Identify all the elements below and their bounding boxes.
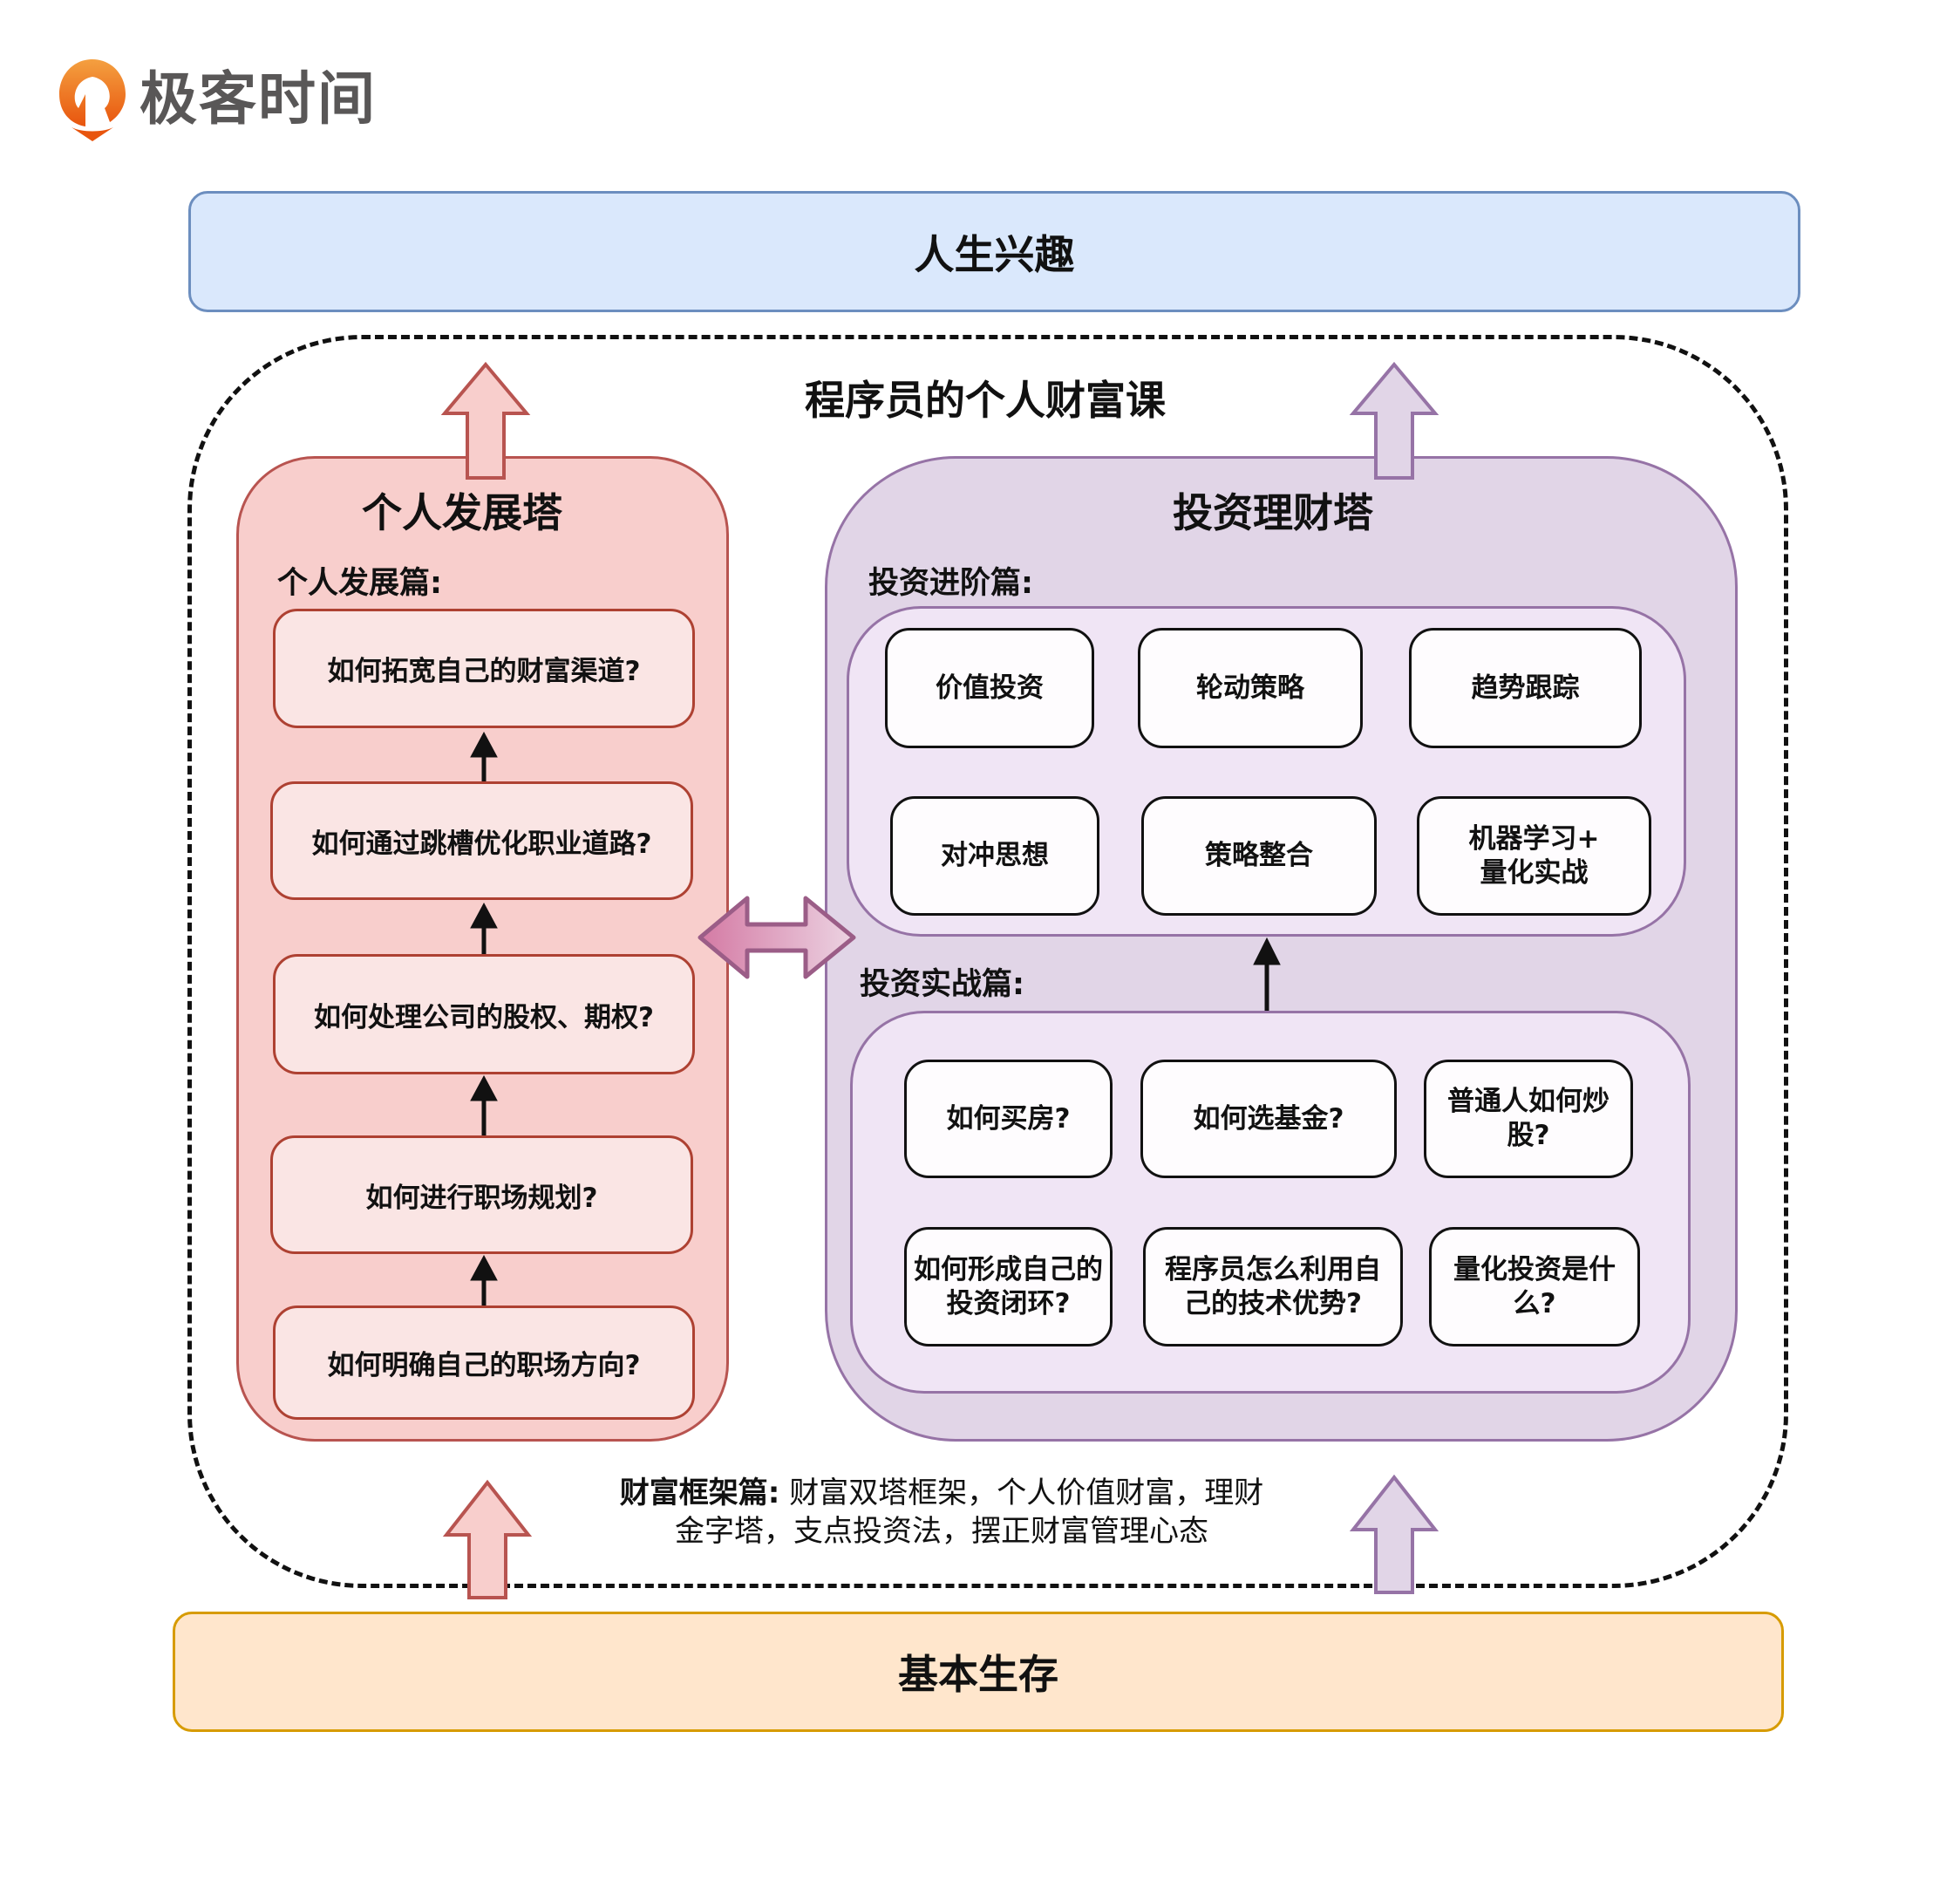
double-arrow-icon [698,896,856,979]
top-band-label: 人生兴趣 [914,230,1075,278]
course-container [187,335,1788,1588]
brand-name: 极客时间 [140,65,377,133]
practice-item-closed-loop: 如何形成自己的 投资闭环? [904,1227,1113,1346]
wealth-framework-label: 财富框架篇: [619,1476,780,1510]
left-item-2: 如何通过跳槽优化职业道路? [270,781,693,900]
left-item-3: 如何处理公司的股权、期权? [273,954,695,1074]
left-item-5: 如何明确自己的职场方向? [273,1305,695,1420]
advanced-item-rotation-strategy: 轮动策略 [1138,628,1363,748]
brand-logo: 极客时间 [58,58,406,141]
practice-to-advanced-arrow [1253,937,1281,1011]
practice-item-choose-fund: 如何选基金? [1140,1060,1397,1178]
practice-item-stocks: 普通人如何炒 股? [1424,1060,1633,1178]
advanced-item-strategy-integration: 策略整合 [1141,796,1377,916]
advanced-item-hedging: 对冲思想 [890,796,1099,916]
wealth-framework-line2: 金字塔，支点投资法，摆正财富管理心态 [675,1514,1208,1549]
advanced-item-value-investing: 价值投资 [885,628,1094,748]
left-item-1: 如何拓宽自己的财富渠道? [273,609,695,728]
up-arrow-left-bottom-icon [442,1479,533,1599]
left-item-4: 如何进行职场规划? [270,1135,693,1254]
wealth-framework-line1: 财富双塔框架，个人价值财富，理财 [789,1476,1264,1510]
practice-item-tech-advantage: 程序员怎么利用自 己的技术优势? [1143,1227,1403,1346]
advanced-item-trend-following: 趋势跟踪 [1409,628,1642,748]
bottom-band-label: 基本生存 [898,1651,1058,1698]
practice-item-quant-investing: 量化投资是什 么? [1429,1227,1640,1346]
left-tower-title: 个人发展塔 [362,489,562,536]
bottom-band-basic-survival: 基本生存 [173,1612,1784,1732]
right-tower-title: 投资理财塔 [1173,489,1373,536]
up-arrow-left-top-icon [440,361,531,480]
advanced-item-ml-quant: 机器学习+ 量化实战 [1417,796,1651,916]
practice-section-label: 投资实战篇: [860,967,1024,1002]
practice-item-buy-house: 如何买房? [904,1060,1113,1178]
left-chain-arrows [470,731,498,1305]
up-arrow-right-bottom-icon [1349,1474,1439,1594]
top-band-life-interest: 人生兴趣 [188,191,1800,312]
advanced-section-label: 投资进阶篇: [868,566,1033,601]
geektime-logo-icon [59,59,126,141]
up-arrow-right-top-icon [1349,361,1439,480]
course-title: 程序员的个人财富课 [805,377,1166,424]
wealth-framework-text: 财富框架篇: 财富双塔框架，个人价值财富，理财 金字塔，支点投资法，摆正财富管理… [541,1474,1343,1551]
left-section-label: 个人发展篇: [277,566,442,601]
